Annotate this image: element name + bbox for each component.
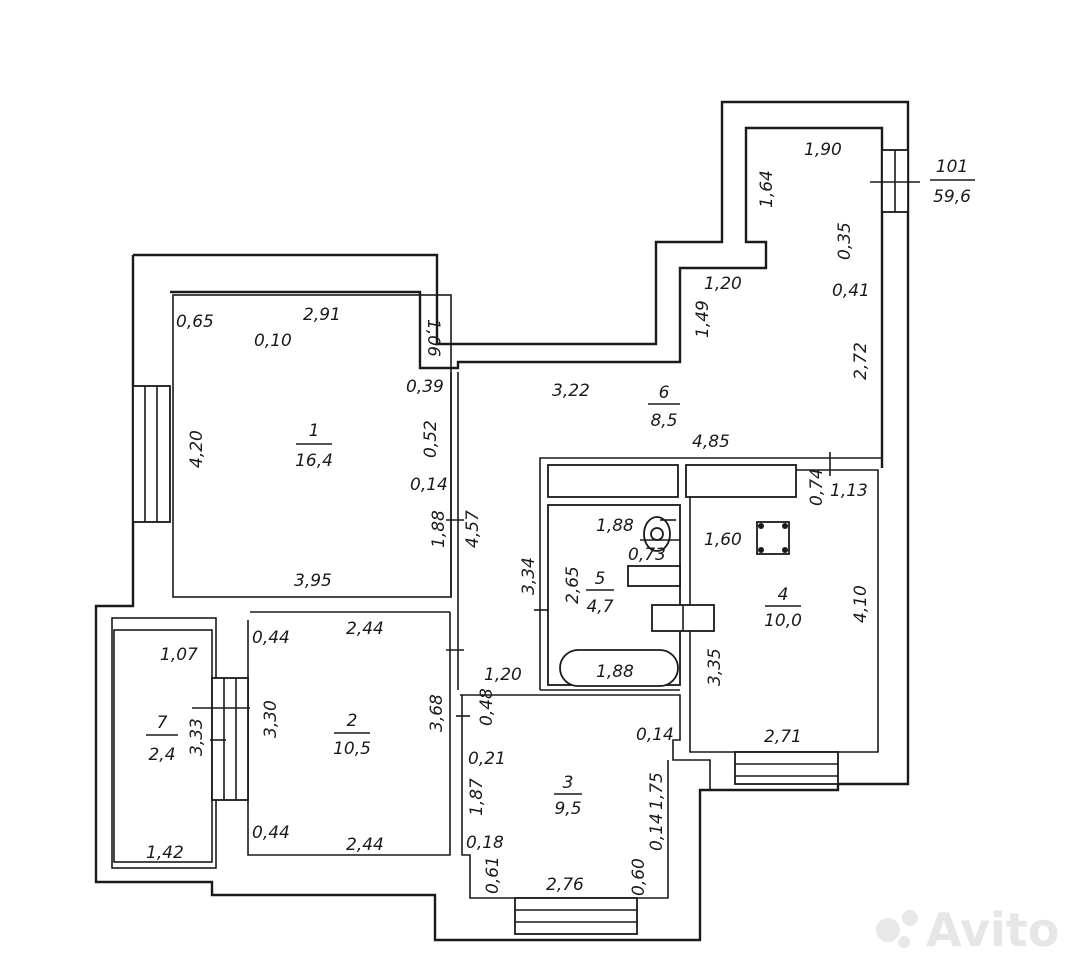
dim-label: 0,52 bbox=[421, 420, 441, 458]
dim-label: 0,44 bbox=[252, 628, 290, 648]
dim-label: 1,88 bbox=[596, 516, 634, 536]
dimension-labels: 0,65 2,91 0,10 1,06 0,39 0,52 0,14 4,20 … bbox=[146, 140, 871, 896]
dim-label: 0,60 bbox=[629, 858, 649, 896]
dim-label: 3,30 bbox=[261, 700, 281, 738]
dim-label: 3,95 bbox=[294, 571, 332, 591]
dim-label: 0,39 bbox=[406, 377, 444, 397]
dim-label: 4,85 bbox=[692, 432, 730, 452]
dim-label: 3,22 bbox=[552, 381, 590, 401]
bath-shelf bbox=[627, 565, 681, 587]
windows bbox=[132, 149, 920, 935]
dim-label: 0,21 bbox=[468, 749, 506, 769]
dim-label: 1,75 bbox=[647, 772, 667, 810]
dim-label: 0,18 bbox=[466, 833, 504, 853]
room-1-area: 16,4 bbox=[295, 451, 333, 471]
dimension-ticks bbox=[210, 452, 831, 741]
dim-label: 0,35 bbox=[835, 222, 855, 260]
dim-label: 1,49 bbox=[693, 300, 713, 338]
watermark-text: Avito bbox=[926, 903, 1059, 957]
room-3-number: 3 bbox=[563, 773, 574, 793]
dim-label: 1,90 bbox=[804, 140, 842, 160]
dim-label: 1,64 bbox=[757, 170, 777, 208]
bathtub bbox=[559, 649, 679, 687]
total-area-label: 101 59,6 bbox=[930, 157, 975, 207]
dim-label: 4,57 bbox=[463, 510, 483, 548]
room-labels: 1 16,4 2 10,5 3 9,5 4 10,0 5 4,7 6 8,5 7… bbox=[146, 383, 802, 819]
room-5-number: 5 bbox=[595, 569, 606, 589]
room-7-area: 2,4 bbox=[148, 745, 175, 765]
room-3-area: 9,5 bbox=[554, 799, 581, 819]
dim-label: 0,48 bbox=[477, 688, 497, 726]
counter-left bbox=[547, 464, 679, 498]
dim-label: 2,76 bbox=[546, 875, 584, 895]
dim-label: 0,14 bbox=[636, 725, 674, 745]
dim-label: 2,65 bbox=[563, 566, 583, 604]
dim-label: 1,88 bbox=[596, 662, 634, 682]
dim-label: 0,14 bbox=[647, 813, 667, 851]
dim-label: 0,74 bbox=[807, 468, 827, 506]
dim-label: 4,20 bbox=[187, 430, 207, 468]
dim-label: 0,65 bbox=[176, 312, 214, 332]
window-room-1 bbox=[132, 385, 171, 523]
room-4-number: 4 bbox=[778, 585, 789, 605]
room-5-area: 4,7 bbox=[586, 597, 613, 617]
dim-label: 2,71 bbox=[764, 727, 802, 747]
dim-label: 0,10 bbox=[254, 331, 292, 351]
dim-label: 0,73 bbox=[628, 545, 666, 565]
window-room-3 bbox=[514, 897, 638, 935]
total-area: 59,6 bbox=[933, 187, 971, 207]
dim-label: 2,44 bbox=[346, 835, 384, 855]
room-6-area: 8,5 bbox=[650, 411, 677, 431]
dim-label: 0,61 bbox=[483, 856, 503, 894]
total-number: 101 bbox=[936, 157, 968, 177]
dim-label: 2,72 bbox=[851, 342, 871, 380]
outer-walls bbox=[94, 100, 910, 942]
watermark: Avito bbox=[876, 903, 1059, 957]
dim-label: 1,13 bbox=[830, 481, 868, 501]
window-room-7 bbox=[211, 677, 249, 801]
dim-label: 1,88 bbox=[429, 510, 449, 548]
room-4-area: 10,0 bbox=[764, 611, 802, 631]
dim-label: 3,68 bbox=[427, 694, 447, 732]
dim-label: 3,34 bbox=[519, 557, 539, 595]
dim-label: 4,10 bbox=[851, 585, 871, 623]
counter-right bbox=[685, 464, 797, 498]
room-2-number: 2 bbox=[347, 711, 358, 731]
dim-label: 2,91 bbox=[303, 305, 341, 325]
dim-label: 1,07 bbox=[160, 645, 198, 665]
room-7-number: 7 bbox=[157, 713, 168, 733]
dim-label: 1,42 bbox=[146, 843, 184, 863]
dim-label: 1,60 bbox=[704, 530, 742, 550]
dim-label: 0,41 bbox=[832, 281, 870, 301]
dim-label: 0,44 bbox=[252, 823, 290, 843]
dim-label: 3,35 bbox=[705, 648, 725, 686]
fixtures bbox=[547, 464, 797, 687]
window-room-4 bbox=[734, 751, 839, 785]
dim-label: 1,87 bbox=[467, 778, 487, 816]
interior-walls bbox=[111, 294, 882, 899]
room-2-area: 10,5 bbox=[333, 739, 371, 759]
room-6-number: 6 bbox=[659, 383, 670, 403]
dim-label: 1,20 bbox=[704, 274, 742, 294]
room-1-number: 1 bbox=[309, 421, 320, 441]
dim-label: 0,14 bbox=[410, 475, 448, 495]
dim-label: 1,20 bbox=[484, 665, 522, 685]
dim-label: 1,06 bbox=[423, 319, 443, 357]
dim-label: 3,33 bbox=[187, 718, 207, 756]
dim-label: 2,44 bbox=[346, 619, 384, 639]
